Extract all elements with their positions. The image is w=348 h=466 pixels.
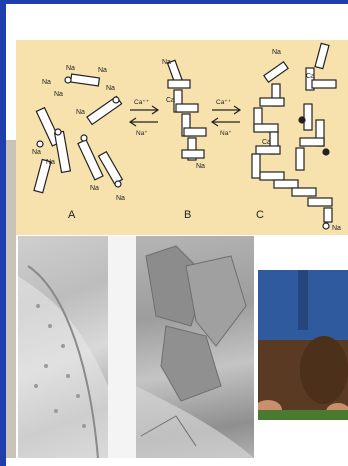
panel-c-ion-top: Na	[272, 49, 281, 56]
panel-c-ion-bottom: Na	[332, 225, 341, 232]
panel-a-ion-1: Na	[66, 65, 75, 72]
panel-a-ion-9: Na	[90, 185, 99, 192]
photo-gap	[108, 236, 136, 458]
panel-b-ion-ca: Ca	[166, 97, 175, 104]
panel-a-label: A	[68, 209, 76, 221]
panel-b-label: B	[184, 209, 191, 221]
panel-a-ion-7: Na	[32, 149, 41, 156]
photo-hand-dispersed-soil	[18, 236, 108, 458]
panel-a-ion-4: Na	[54, 91, 63, 98]
panel-b-ion-top: Na	[162, 59, 171, 66]
arrow-ab-bottom-label: Na⁺	[136, 130, 148, 137]
panel-c-ion-ca-upper: Ca	[306, 73, 315, 80]
photo-hand-cracked-soil	[136, 236, 254, 458]
panel-c-network	[252, 43, 336, 229]
panel-a-ion-3: Na	[42, 79, 51, 86]
panel-c-ion-ca-left: Ca	[262, 139, 271, 146]
panel-a-ion-8: Na	[46, 159, 55, 166]
photo-hands-holding-soil	[258, 270, 348, 420]
panel-a-ion-2: Na	[98, 67, 107, 74]
left-photo-strip	[6, 140, 16, 458]
arrow-bc-top-label: Ca⁺⁺	[216, 99, 232, 106]
panel-a-ion-10: Na	[116, 195, 125, 202]
panel-a-ion-5: Na	[106, 85, 115, 92]
arrow-bc-bottom-label: Na⁺	[220, 130, 232, 137]
arrow-ab-top-label: Ca⁺⁺	[134, 99, 150, 106]
panel-c-label: C	[256, 209, 264, 221]
clay-dispersion-diagram: Na Na Na Na Na Na Na Na Na Na Na Ca Na N…	[16, 40, 348, 235]
panel-a-ion-6: Na	[76, 109, 85, 116]
panel-b-stack	[167, 60, 206, 160]
panel-b-ion-bottom: Na	[196, 163, 205, 170]
